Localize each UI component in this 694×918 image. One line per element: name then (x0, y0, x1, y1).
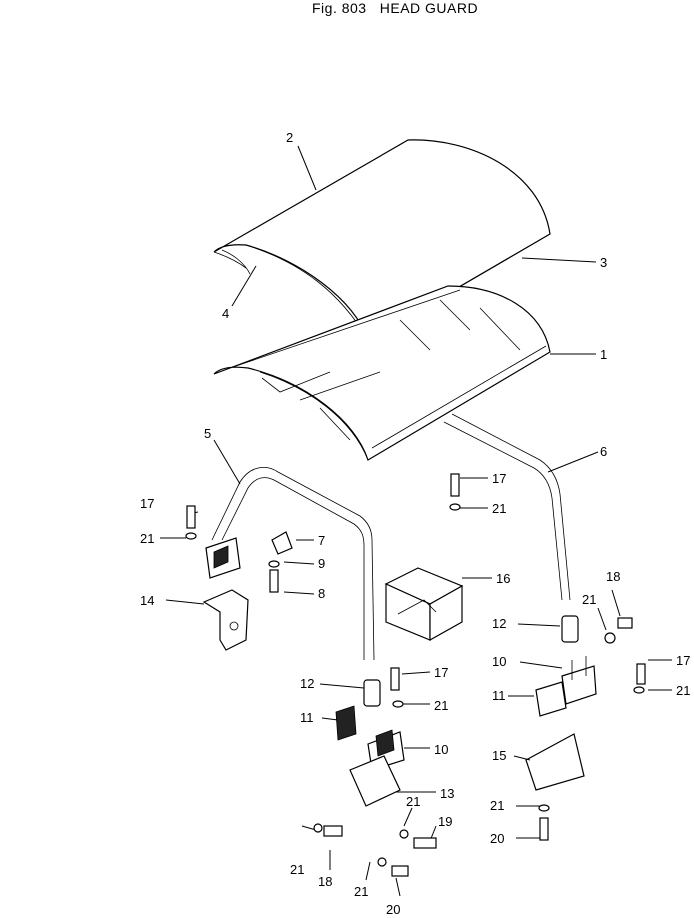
callout-4: 4 (222, 306, 229, 321)
pin-right (561, 615, 579, 643)
callout-10b: 10 (492, 654, 506, 669)
callout-9: 9 (318, 556, 325, 571)
callout-1: 1 (600, 347, 607, 362)
callout-18b: 18 (318, 874, 332, 889)
left-rops-tube (211, 467, 375, 661)
callout-3: 3 (600, 255, 607, 270)
callout-16: 16 (496, 571, 510, 586)
callout-21h: 21 (290, 862, 304, 877)
callout-11a: 11 (300, 710, 314, 725)
callout-21a: 21 (140, 531, 154, 546)
fasteners (185, 473, 646, 877)
rubber-pad-left (335, 705, 357, 741)
callout-14: 14 (140, 593, 154, 608)
callout-11b: 11 (492, 688, 506, 703)
callout-6: 6 (600, 444, 607, 459)
callout-2: 2 (286, 130, 293, 145)
base-bracket-lower (349, 755, 401, 807)
mount-bracket-left (205, 537, 241, 579)
callout-7: 7 (318, 533, 325, 548)
callout-8: 8 (318, 586, 325, 601)
callout-17a: 17 (140, 496, 154, 511)
rubber-pad-right (535, 681, 567, 717)
callout-5: 5 (204, 426, 211, 441)
callout-13: 13 (440, 786, 454, 801)
callout-labels: 1 2 3 4 5 6 7 8 9 10 10 11 11 12 12 13 1… (140, 130, 690, 917)
right-rops-tube (443, 413, 571, 601)
callout-20b: 20 (386, 902, 400, 917)
callout-15: 15 (492, 748, 506, 763)
bracket-box (384, 567, 464, 642)
pin-left (363, 679, 381, 707)
callout-21i: 21 (354, 884, 368, 899)
figure-title: Fig. 803 HEAD GUARD (312, 0, 479, 16)
callout-21g: 21 (406, 794, 420, 809)
callout-12a: 12 (300, 676, 314, 691)
mount-plate-left (202, 589, 249, 651)
callout-10a: 10 (434, 742, 448, 757)
callout-21d: 21 (582, 592, 596, 607)
callout-21b: 21 (492, 501, 506, 516)
callout-19: 19 (438, 814, 452, 829)
leader-lines (160, 145, 672, 897)
callout-17c: 17 (434, 665, 448, 680)
callout-17b: 17 (492, 471, 506, 486)
callout-21f: 21 (490, 798, 504, 813)
mount-bracket-right (561, 656, 597, 705)
callout-12b: 12 (492, 616, 506, 631)
roof-frame (213, 285, 551, 461)
base-bracket-right (525, 733, 585, 791)
callout-21c: 21 (434, 698, 448, 713)
callout-21e: 21 (676, 683, 690, 698)
callout-20a: 20 (490, 831, 504, 846)
callout-17d: 17 (676, 653, 690, 668)
callout-18a: 18 (606, 569, 620, 584)
